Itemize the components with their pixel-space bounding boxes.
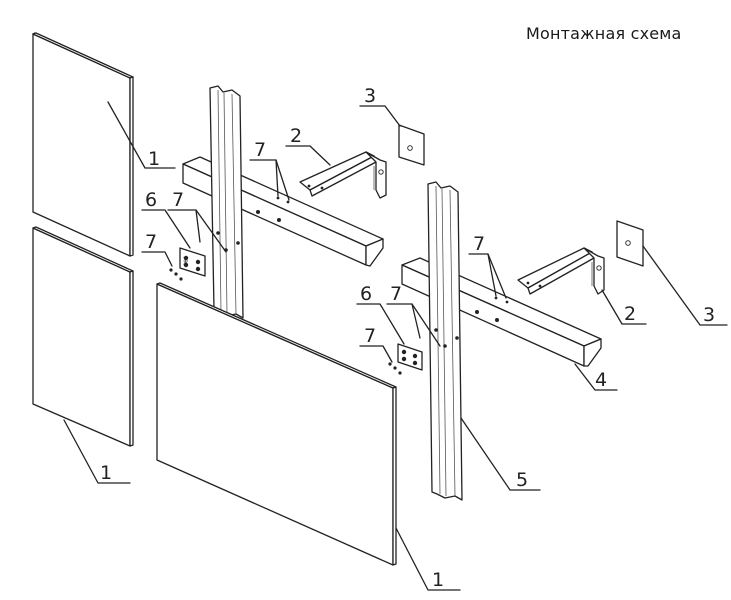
diagram-title: Монтажная схема [526,24,682,43]
callout-6-right: 6 [360,283,372,305]
callout-2-upper: 2 [290,125,302,147]
callout-7-right-pair: 7 [390,283,402,305]
facade-panel-upper-left [32,32,134,257]
bracket-right [517,247,605,295]
callout-4: 4 [595,369,607,391]
callout-7-left-pair: 7 [172,189,184,211]
leader-lines [63,101,728,591]
callout-3-right: 3 [703,304,715,326]
callout-2-right: 2 [624,303,636,325]
connecting-plate-right [388,343,423,375]
facade-panel-lower-left [32,226,134,447]
facade-panel-center [156,282,397,566]
callout-1-upper: 1 [148,148,160,170]
connecting-plate-left: ᛤ [169,247,206,281]
gasket-right [616,220,644,267]
callout-1-lower: 1 [100,462,112,484]
callout-7-top-pair: 7 [254,139,266,161]
callout-1-center: 1 [432,569,444,591]
svg-text:ᛤ: ᛤ [183,256,189,267]
callout-5: 5 [516,469,528,491]
vertical-profile-right [427,181,463,501]
bracket-upper [299,151,387,199]
gasket-upper [398,124,425,166]
callout-3-upper: 3 [364,85,376,107]
callout-labels: 1 1 1 2 2 3 3 4 5 6 6 7 7 7 7 7 7 [100,85,715,591]
vertical-profile-left [209,85,244,319]
callout-6-left: 6 [145,189,157,211]
callout-7-right-rivets: 7 [364,325,376,347]
callout-7-left-rivets: 7 [145,231,157,253]
callout-7-right-top-pair: 7 [473,233,485,255]
